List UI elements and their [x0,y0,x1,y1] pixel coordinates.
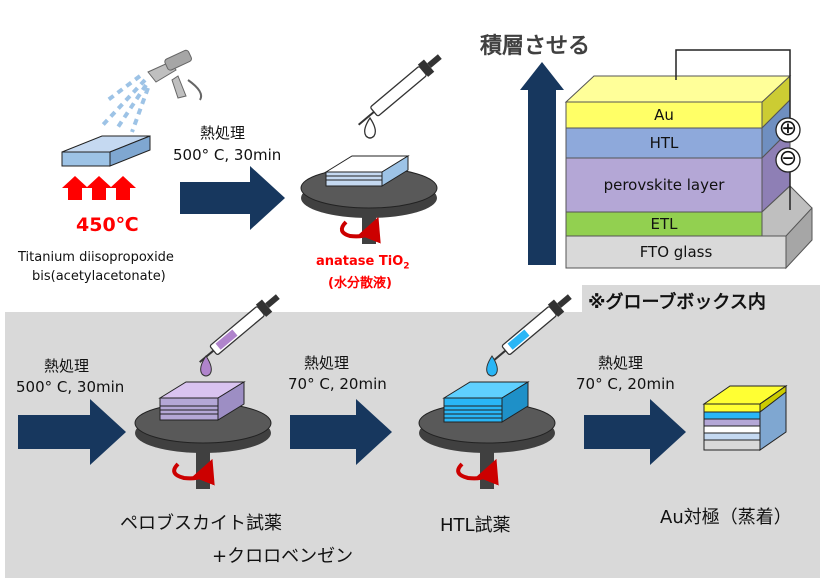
substrate-plain [61,135,151,167]
layer-label-fto: FTO glass [639,243,713,261]
terminal-negative: ⊖ [778,146,798,171]
substrate-htl [442,381,530,423]
reagent-tio2-text: anatase TiO [316,254,404,269]
finished-device [702,385,788,451]
anneal-condition-4: 70° C, 20min [288,375,387,393]
glovebox-area [5,312,820,578]
droplet-blue-icon [486,355,498,377]
au-electrode-label: Au対極（蒸着） [660,507,792,528]
pipette-icon [357,54,442,126]
process-arrow-5 [584,399,686,465]
reagent-tio2-line2: (水分散液) [328,276,392,291]
device-stack [564,49,813,270]
pipette-blue-icon [491,294,572,363]
substrate-tio2 [324,155,410,187]
anneal-title-5: 熱処理 [598,354,644,372]
reagent-tio2-sub: 2 [403,261,410,272]
substrate-perovskite [158,381,246,421]
precursor-line2: bis(acetylacetonate) [32,269,166,284]
droplet-purple-icon [200,355,212,377]
terminal-positive: ⊕ [778,116,798,141]
spray-mist-icon [98,74,150,133]
precursor-line1: Titanium diisopropoxide [18,250,174,265]
spray-gun-icon [147,49,203,101]
anneal-title-3: 熱処理 [44,357,90,375]
anneal-condition-1: 500° C, 30min [173,146,282,164]
anneal-condition-3: 500° C, 30min [16,378,125,396]
glovebox-label-bg [582,285,820,315]
perovskite-reagent-line1: ペロブスカイト試薬 [120,513,282,534]
heat-arrows-icon [62,176,136,200]
temperature-label: 450℃ [76,214,139,236]
layer-label-au: Au [654,106,674,124]
layer-label-perovskite: perovskite layer [603,176,725,194]
droplet-icon [364,116,376,139]
anneal-condition-5: 70° C, 20min [576,375,675,393]
rotation-icon [339,216,381,244]
layer-label-htl: HTL [649,134,679,152]
layer-label-etl: ETL [650,215,678,233]
htl-reagent-label: HTL試薬 [440,515,511,536]
rotation-icon-3 [456,458,499,486]
stack-direction-label: 積層させる [480,34,591,59]
glovebox-note: ※グローブボックス内 [588,292,766,313]
process-arrow-4 [290,399,392,465]
process-arrow-1 [180,166,285,230]
perovskite-reagent-line2: +クロロベンゼン [212,546,354,567]
reagent-tio2: anatase TiO2 [316,254,410,272]
anneal-title-4: 熱処理 [304,354,350,372]
rotation-icon-2 [172,458,215,486]
stack-direction-arrow [520,62,564,265]
anneal-title-1: 熱処理 [200,124,246,142]
pipette-purple-icon [199,294,280,363]
process-arrow-3 [18,399,126,465]
